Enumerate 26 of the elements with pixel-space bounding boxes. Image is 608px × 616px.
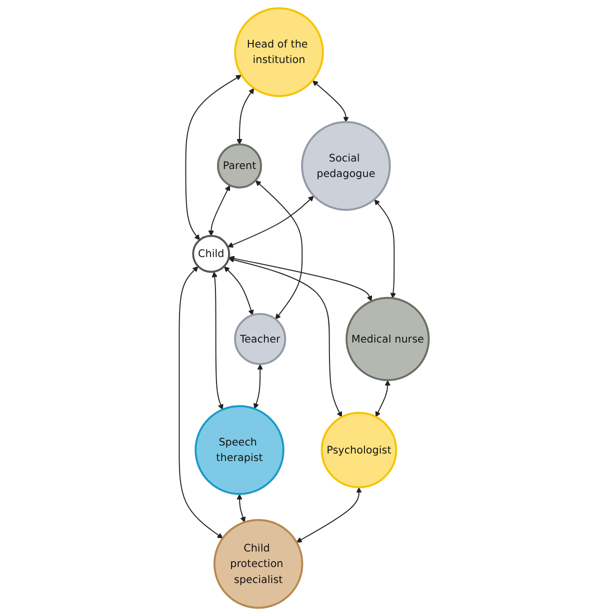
arrow xyxy=(255,180,303,320)
arrow xyxy=(375,380,391,418)
arrow xyxy=(224,266,254,316)
node-circle xyxy=(301,121,391,211)
node-circle xyxy=(346,296,430,382)
arrow xyxy=(296,487,362,543)
arrow xyxy=(312,80,349,122)
node-circle xyxy=(320,412,398,488)
node-circle xyxy=(194,405,284,495)
arrow xyxy=(212,272,224,410)
node-circle xyxy=(234,7,324,97)
arrow xyxy=(185,74,242,240)
arrow xyxy=(227,196,314,248)
arrow xyxy=(228,257,342,418)
node-circle xyxy=(213,519,304,609)
arrow xyxy=(178,266,223,538)
node-circle xyxy=(217,143,262,188)
arrow xyxy=(236,88,254,145)
node-circle xyxy=(192,234,230,273)
node-circle xyxy=(234,312,286,366)
arrow xyxy=(374,199,396,298)
arrow xyxy=(254,364,263,410)
arrow xyxy=(208,185,230,236)
arrow xyxy=(236,494,246,522)
arrow xyxy=(228,256,372,302)
diagram: Head of the institution Social pedagogue Parent Medical nurse Child Teacher Psychologist Speech therapist Child protection specialist xyxy=(4,3,604,613)
